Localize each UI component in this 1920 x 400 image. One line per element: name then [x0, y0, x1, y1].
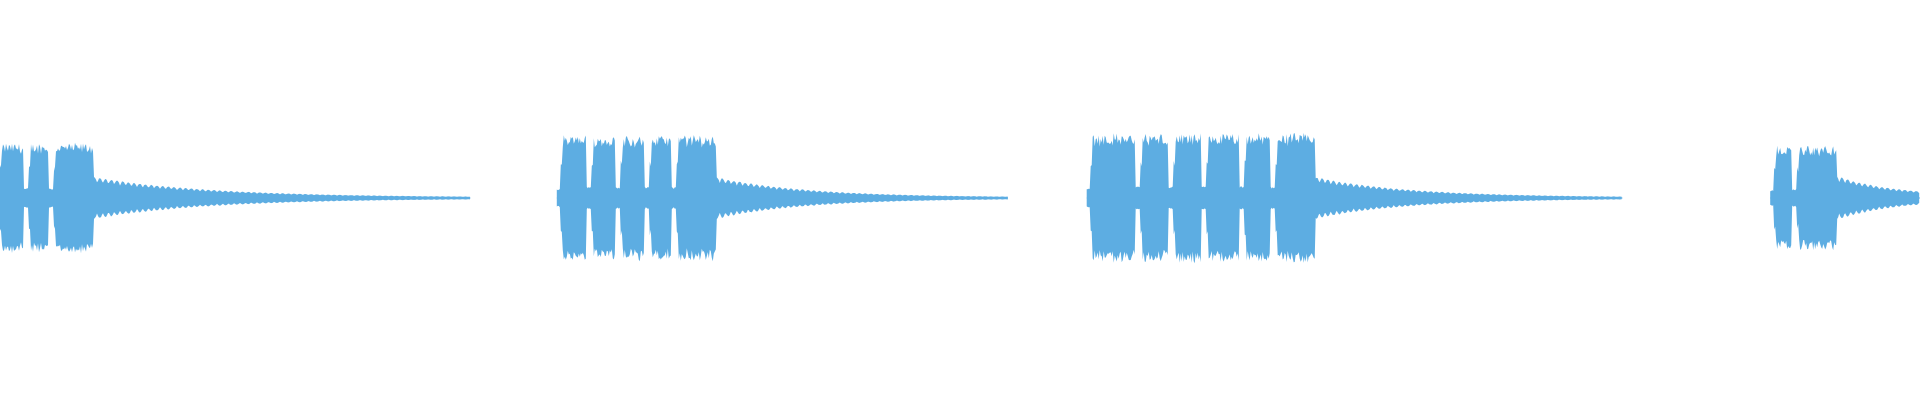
- waveform-shapes: [0, 133, 1920, 264]
